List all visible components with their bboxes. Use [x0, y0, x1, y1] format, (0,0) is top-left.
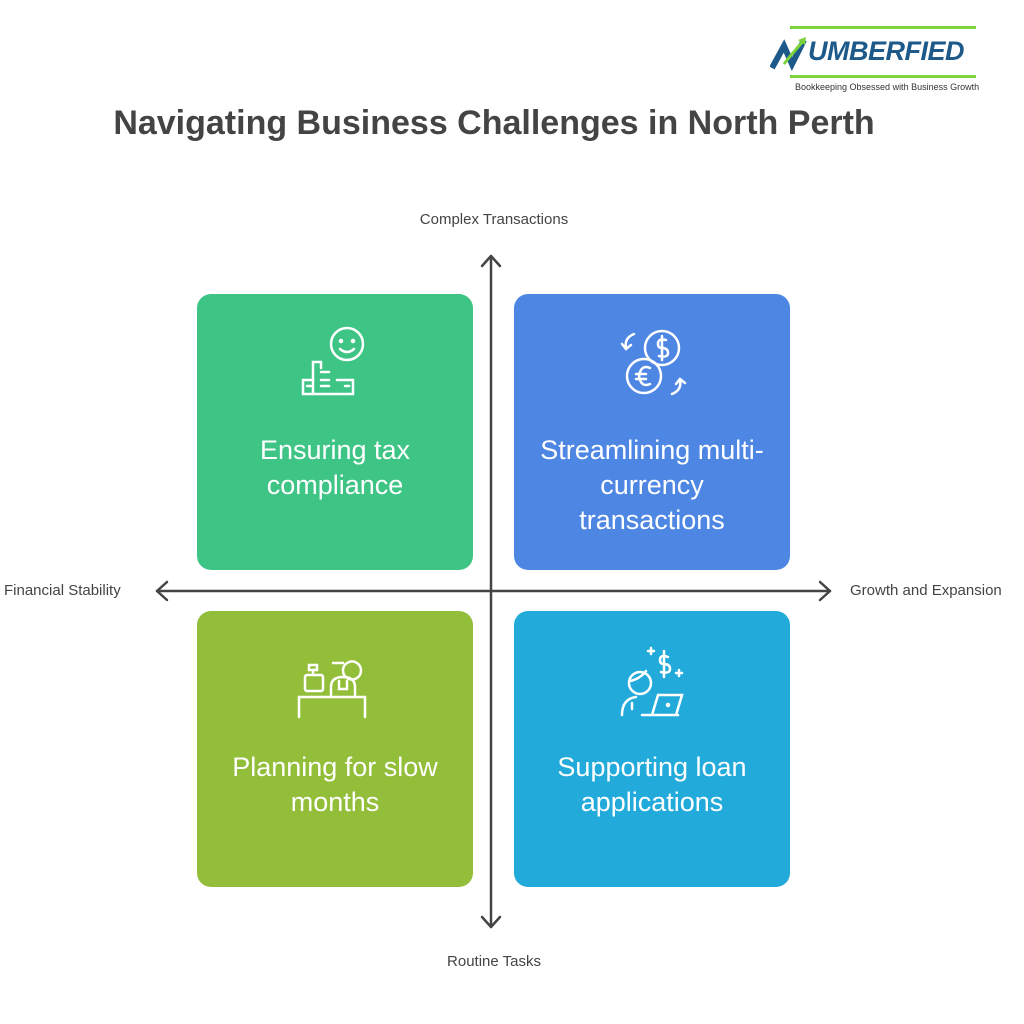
numberfied-logo: UMBERFIED Bookkeeping Obsessed with Busi… [770, 26, 980, 96]
arrow-left-icon [155, 580, 169, 602]
loan-application-icon [620, 646, 684, 717]
axis-label-right: Growth and Expansion [850, 582, 1002, 599]
cashier-icon [297, 660, 367, 719]
logo-arrow-icon [770, 37, 807, 72]
quadrant-label: Planning for slow months [232, 752, 438, 817]
axis-label-left: Financial Stability [4, 582, 121, 599]
logo-bottom-line [790, 75, 976, 78]
quadrant-label: Supporting loan applications [557, 752, 747, 817]
quadrant-loan-applications: Supporting loan applications [514, 611, 790, 887]
logo-wordmark: UMBERFIED [808, 36, 965, 66]
arrow-down-icon [480, 915, 502, 929]
logo-top-line [790, 26, 976, 29]
currency-exchange-icon [620, 329, 687, 396]
tax-compliance-icon [301, 326, 365, 396]
axis-label-bottom: Routine Tasks [447, 953, 541, 970]
quadrant-tax-compliance: Ensuring tax compliance [197, 294, 473, 570]
arrow-up-icon [480, 254, 502, 268]
quadrant-slow-months: Planning for slow months [197, 611, 473, 887]
page-title: Navigating Business Challenges in North … [113, 104, 875, 142]
arrow-right-icon [818, 580, 832, 602]
quadrant-label: Streamlining multi-currency transactions [540, 435, 764, 535]
quadrant-label: Ensuring tax compliance [259, 435, 411, 500]
axis-label-top: Complex Transactions [419, 211, 569, 228]
logo-tagline: Bookkeeping Obsessed with Business Growt… [795, 82, 980, 92]
quadrant-multi-currency: Streamlining multi-currency transactions [514, 294, 790, 570]
